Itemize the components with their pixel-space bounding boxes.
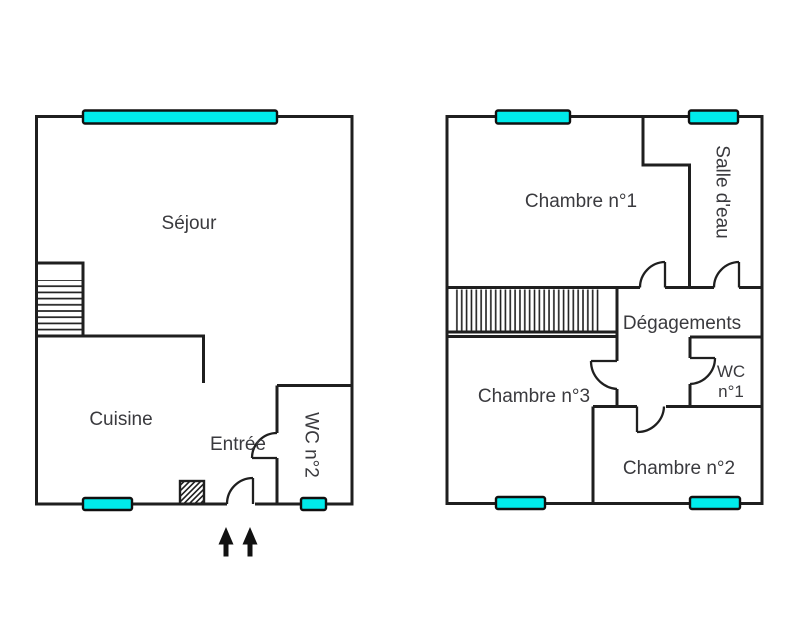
room-label-sejour: Séjour [162, 213, 218, 234]
room-label-chambre3: Chambre n°3 [478, 386, 590, 407]
entrance-arrows [218, 527, 258, 557]
chambre1-window [494, 109, 572, 125]
ground-floor-labels: Séjour Cuisine Entrée WC n°2 [89, 213, 321, 478]
room-label-salle-eau: Salle d'eau [712, 145, 733, 238]
upper-floor-windows [494, 109, 742, 511]
wc2-door-arc [250, 431, 278, 459]
room-label-chambre1: Chambre n°1 [525, 191, 637, 212]
ground-floor-doors [225, 431, 278, 505]
upper-floor-plan: Chambre n°1 Salle d'eau Dégagements Cham… [445, 109, 764, 511]
up-arrow [242, 527, 258, 557]
up-arrow [218, 527, 234, 557]
room-label-wc1-line1: WC [717, 362, 745, 381]
salle-eau-window [687, 109, 740, 125]
chambre3-door-arc [589, 360, 618, 391]
room-label-wc1-line2: n°1 [718, 382, 744, 401]
front-door-arc [225, 476, 254, 505]
salle-eau-wall [641, 116, 691, 288]
staircase-outline [35, 261, 85, 338]
room-label-cuisine: Cuisine [89, 409, 152, 430]
ground-floor-plan: Séjour Cuisine Entrée WC n°2 [35, 109, 354, 557]
cuisine-window [81, 496, 134, 512]
staircase-treads [38, 280, 82, 334]
upper-floor-doors [589, 260, 741, 434]
upper-floor-walls [445, 115, 764, 505]
room-label-degagements: Dégagements [623, 313, 741, 334]
chambre3-window [494, 495, 547, 511]
kitchen-divider-wall [36, 334, 205, 383]
salle-eau-door-arc [712, 260, 740, 288]
wc1-door-arc [689, 357, 717, 386]
chambre2-window [688, 495, 742, 511]
room-label-wc2: WC n°2 [301, 412, 322, 478]
entry-hatched-block [178, 479, 206, 506]
wc2-window [299, 496, 328, 512]
upper-floor-labels: Chambre n°1 Salle d'eau Dégagements Cham… [478, 145, 745, 479]
chambre2-door-arc [636, 406, 666, 434]
ground-floor-windows [81, 109, 328, 512]
room-label-chambre2: Chambre n°2 [623, 458, 735, 479]
sejour-window [81, 109, 279, 125]
chambre1-door-arc [638, 260, 666, 288]
staircase-treads [453, 289, 599, 331]
room-label-entree: Entrée [210, 434, 266, 455]
